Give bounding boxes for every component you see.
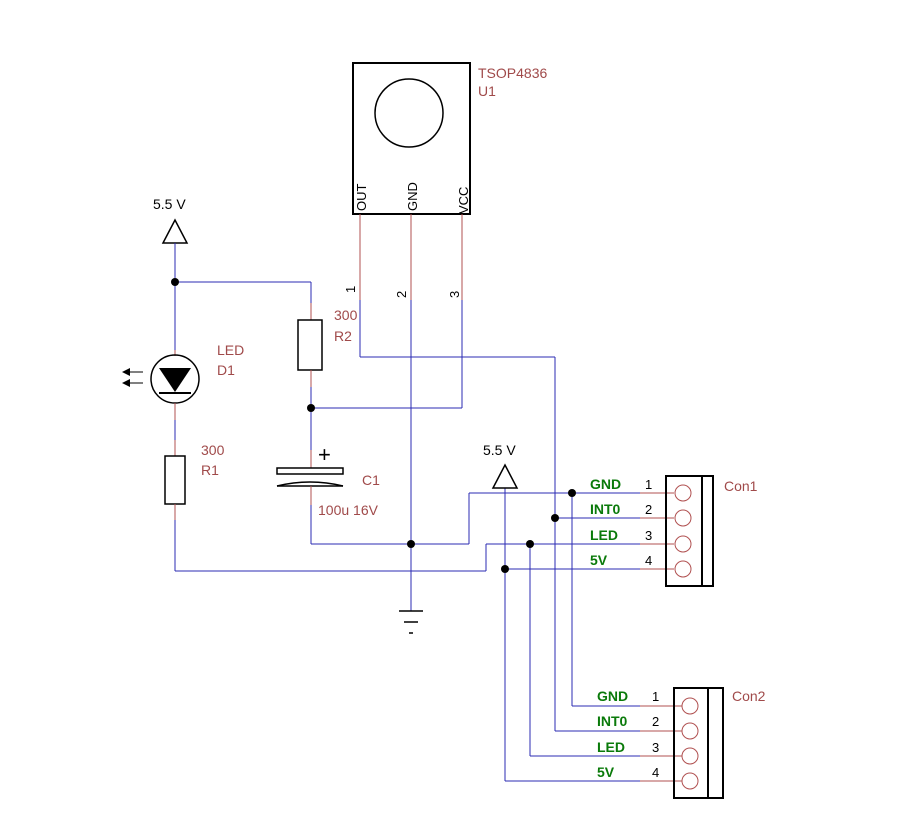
con1-pin2: 2 (645, 502, 652, 517)
ground-symbol (399, 610, 423, 634)
con2-pin4: 4 (652, 765, 659, 780)
junction-dots (171, 278, 576, 573)
connector-con2: GND INT0 LED 5V 1 2 3 4 Con2 (597, 687, 766, 799)
power-right-label: 5.5 V (483, 442, 516, 458)
resistor-r2: 300 R2 (175, 281, 358, 408)
u1-pin2-number: 2 (394, 291, 409, 298)
u1-pin-vcc-label: VCC (456, 187, 471, 214)
r1-value-label: 300 (201, 442, 225, 458)
power-symbol-right: 5.5 V (483, 442, 519, 489)
junction-dot (171, 278, 179, 286)
con1-pin4: 4 (645, 553, 652, 568)
con1-ref-label: Con1 (724, 478, 758, 494)
con2-net-led: LED (597, 739, 625, 755)
con1-net-5v: 5V (590, 552, 608, 568)
con1-net-gnd: GND (590, 476, 621, 492)
junction-dot (501, 565, 509, 573)
u1-pin-out-label: OUT (354, 184, 369, 212)
con1-pin1: 1 (645, 477, 652, 492)
resistor-r1: 300 R1 (164, 420, 225, 571)
u1-part-label: TSOP4836 (478, 65, 547, 81)
con1-net-led: LED (590, 527, 618, 543)
net-wires (175, 300, 640, 782)
con2-net-gnd: GND (597, 688, 628, 704)
led-name-label: LED (217, 342, 244, 358)
u1-ir-receiver: OUT GND VCC TSOP4836 U1 1 2 3 (343, 62, 547, 300)
led-ref-label: D1 (217, 362, 235, 378)
c1-value-label: 100u 16V (318, 502, 379, 518)
u1-pin1-number: 1 (343, 286, 358, 293)
junction-dot (568, 489, 576, 497)
junction-dot (551, 514, 559, 522)
junction-dot (526, 540, 534, 548)
con2-net-5v: 5V (597, 764, 615, 780)
connector-con1: GND INT0 LED 5V 1 2 3 4 Con1 (590, 475, 758, 587)
u1-ref-label: U1 (478, 83, 496, 99)
r2-value-label: 300 (334, 307, 358, 323)
power-left-label: 5.5 V (153, 196, 186, 212)
power-symbol-left: 5.5 V (153, 196, 189, 282)
con1-net-int0: INT0 (590, 501, 621, 517)
con2-pin3: 3 (652, 740, 659, 755)
con2-ref-label: Con2 (732, 688, 766, 704)
con1-pin3: 3 (645, 528, 652, 543)
r2-ref-label: R2 (334, 328, 352, 344)
u1-pin-gnd-label: GND (405, 182, 420, 211)
capacitor-c1: + C1 100u 16V (276, 408, 380, 544)
r1-ref-label: R1 (201, 462, 219, 478)
con2-pin1: 1 (652, 689, 659, 704)
con2-net-int0: INT0 (597, 713, 628, 729)
u1-pin3-number: 3 (447, 291, 462, 298)
led-d1: LED D1 (122, 282, 244, 420)
con2-pin2: 2 (652, 714, 659, 729)
junction-dot (407, 540, 415, 548)
junction-dot (307, 404, 315, 412)
c1-polarity-mark: + (318, 442, 331, 467)
c1-ref-label: C1 (362, 472, 380, 488)
